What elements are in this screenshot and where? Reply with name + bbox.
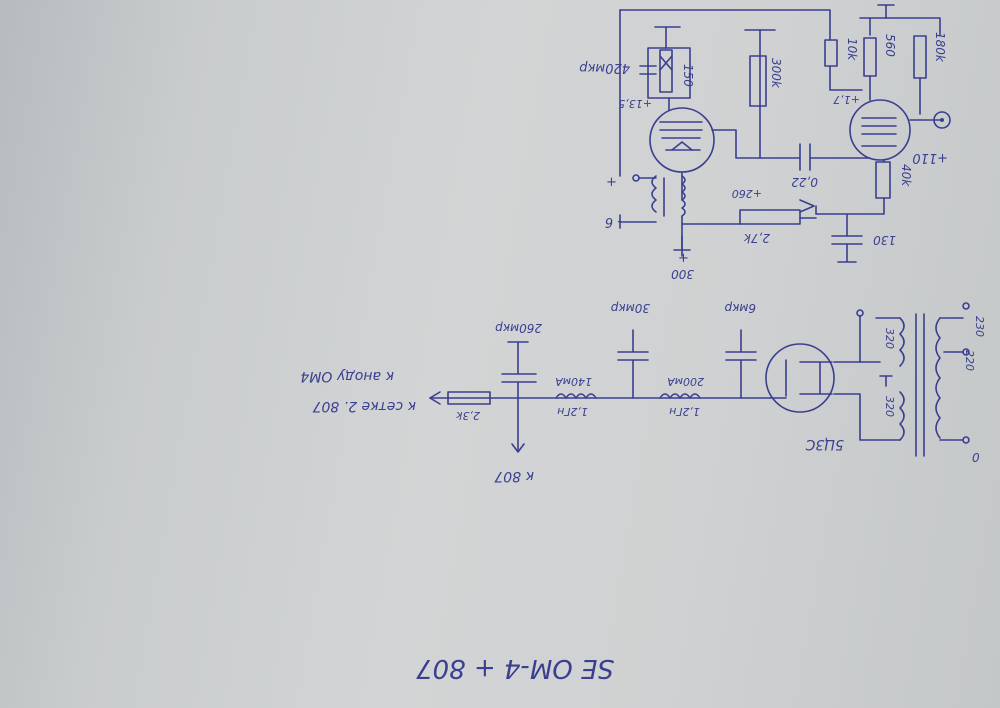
label-l12a: 1,2Гн [557, 405, 588, 418]
label-i200: 200мА [667, 375, 704, 388]
output-terminal [940, 118, 944, 122]
output-terminal [933, 111, 951, 129]
label-v110: +110 [912, 150, 948, 165]
resistor-40k [875, 161, 891, 199]
ground-terminal [877, 4, 895, 19]
label-to-anode: к аноду ОМ4 [300, 368, 394, 384]
label-c420: 420мкр [579, 60, 630, 75]
wire [647, 47, 691, 99]
wire [671, 141, 693, 151]
resistor-27k [739, 209, 801, 225]
label-v300: 300 [671, 267, 694, 281]
wire [875, 317, 901, 387]
wire [659, 55, 673, 71]
rectifier-5c3s [765, 343, 835, 413]
input-terminal [632, 174, 640, 182]
winding [899, 317, 905, 367]
label-l12b: 1,2Гн [669, 405, 700, 418]
label-r40k: 40k [899, 164, 913, 187]
inductor [681, 175, 686, 217]
resistor-150 [659, 49, 673, 93]
label-plus-b: + [678, 251, 689, 266]
wire [619, 9, 831, 41]
capacitor-6 [725, 329, 757, 399]
wire [939, 317, 964, 441]
wire [769, 359, 787, 399]
label-r23k: 2,3k [456, 409, 480, 422]
power-supply [429, 302, 970, 457]
wire [619, 177, 657, 223]
wire [829, 65, 863, 91]
capacitor-130 [831, 213, 863, 263]
transformer-input [651, 175, 657, 213]
wire [799, 361, 833, 395]
label-i140: 140мА [555, 375, 592, 388]
amplifier-stage [619, 4, 951, 263]
resistor-10k [824, 39, 838, 67]
label-r150: 150 [681, 64, 695, 87]
label-plus-input: + [606, 175, 617, 190]
choke-140 [555, 393, 597, 399]
capacitor-260 [501, 341, 537, 399]
terminal [856, 309, 864, 317]
label-tube-5c3s: 5Ц3С [805, 436, 844, 452]
label-r560: 560 [883, 34, 897, 57]
wire [659, 121, 703, 151]
wire [711, 129, 801, 159]
label-v135: +13,5 [618, 97, 652, 110]
capacitor-420 [639, 65, 657, 75]
transformer-core [915, 313, 925, 457]
label-to807: к 807 [494, 468, 534, 484]
resistor-180k [913, 35, 927, 79]
label-r130: 130 [873, 233, 896, 247]
label-c30: 30мкр [610, 301, 650, 315]
label-c022: 0,22 [791, 175, 818, 189]
wire [654, 26, 681, 49]
wire [861, 117, 897, 147]
label-r27k: 2,7k [743, 231, 770, 245]
labels: 420мкр 150 +13,5 300k 10k 560 180k +1,7 … [300, 32, 986, 683]
choke-200 [659, 393, 701, 399]
winding [935, 317, 941, 439]
label-r10k: 10k [845, 38, 859, 61]
wire [859, 17, 941, 36]
resistor-23k [447, 391, 491, 405]
label-w230: 230 [973, 316, 986, 337]
capacitor-30 [617, 329, 649, 399]
label-c260: 260мкр [495, 321, 542, 335]
resistor-560 [863, 37, 877, 77]
terminal [962, 436, 970, 444]
terminal [962, 302, 970, 310]
label-minus: - 6 [605, 214, 622, 229]
wire [815, 159, 885, 215]
label-r300k: 300k [769, 58, 783, 89]
label-r180k: 180k [933, 32, 947, 63]
tube-807 [849, 99, 911, 161]
wire [799, 199, 815, 213]
capacitor-022 [799, 143, 871, 171]
label-w0: 0 [972, 451, 980, 465]
label-w220: 220 [963, 350, 976, 371]
page-title: SE ОМ-4 + 807 [416, 653, 614, 683]
resistor-300k [749, 55, 767, 107]
label-c6: 6мкр [724, 301, 756, 315]
tube-om4 [649, 107, 715, 173]
wire [681, 217, 817, 225]
label-w320b: 320 [883, 396, 896, 417]
label-to-g2: к сетке 2. 807 [312, 398, 416, 414]
wire [673, 235, 691, 257]
label-w320a: 320 [883, 328, 896, 349]
wire [511, 397, 525, 453]
label-v17: +1,7 [833, 93, 860, 106]
winding [899, 391, 905, 441]
wire [429, 391, 441, 405]
label-v260: +260 [732, 187, 762, 200]
